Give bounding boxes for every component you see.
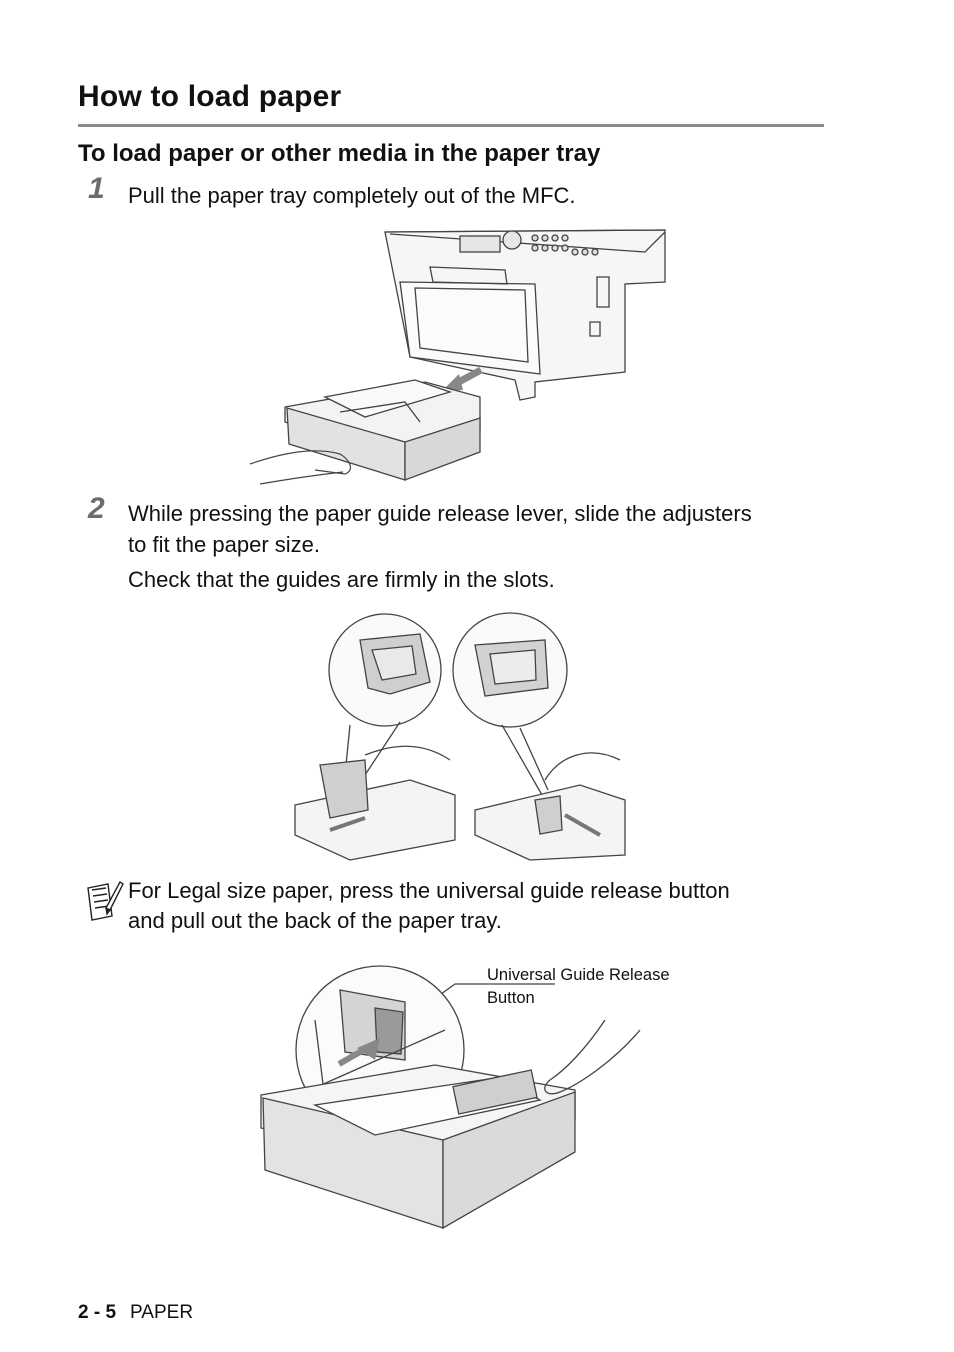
section-title: To load paper or other media in the pape…: [78, 140, 601, 167]
figure-slide-guides: [294, 612, 626, 861]
figure-pull-tray: [249, 229, 666, 485]
note-text: For Legal size paper, press the universa…: [128, 876, 828, 936]
note-pad-icon: [87, 880, 124, 921]
note-line2: and pull out the back of the paper tray.: [128, 908, 502, 933]
figure-universal-guide: [260, 965, 641, 1230]
step-2-line2: to fit the paper size.: [128, 532, 320, 557]
section-name: PAPER: [130, 1302, 194, 1323]
page-title: How to load paper: [78, 80, 342, 113]
callout-line1: Universal Guide Release: [487, 966, 670, 984]
step-2-number: 2: [88, 492, 105, 525]
page-footer: 2 - 5 PAPER: [78, 1302, 193, 1324]
step-2-line3: Check that the guides are firmly in the …: [128, 567, 555, 592]
callout-label: Universal Guide Release Button: [487, 964, 707, 1010]
callout-line2: Button: [487, 989, 535, 1007]
note-line1: For Legal size paper, press the universa…: [128, 878, 730, 903]
title-rule: [78, 124, 824, 127]
page-number: 2 - 5: [78, 1302, 117, 1323]
step-1-number: 1: [88, 172, 105, 205]
step-2-line1: While pressing the paper guide release l…: [128, 501, 752, 526]
step-1-text: Pull the paper tray completely out of th…: [128, 183, 576, 208]
